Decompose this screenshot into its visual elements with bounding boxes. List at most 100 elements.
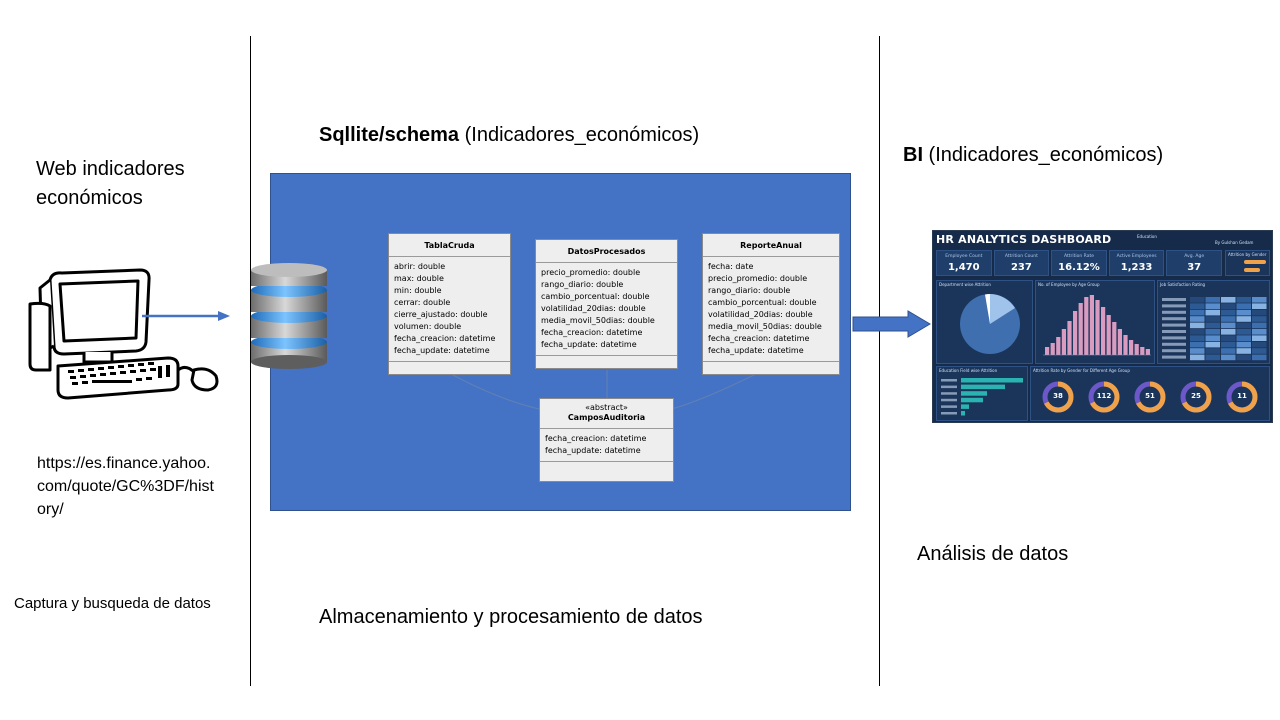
table-name-block: «abstract» CamposAuditoria: [540, 399, 673, 429]
satisfaction-cell: [1221, 322, 1236, 329]
education-label: [941, 392, 957, 395]
education-tile: Education Field wise Attrition: [936, 366, 1028, 421]
field: cambio_porcentual: double: [541, 292, 650, 301]
satisfaction-cell: [1252, 303, 1267, 309]
tile-title: Department wise Attrition: [939, 282, 991, 287]
age-group-tile: No. of Employee by Age Group: [1035, 280, 1155, 364]
satisfaction-row-label: [1162, 317, 1186, 321]
age-bar: [1140, 347, 1145, 355]
donut-ring: [1180, 381, 1212, 413]
education-bar: [961, 404, 969, 409]
age-bar: [1045, 347, 1050, 355]
satisfaction-cell: [1221, 348, 1236, 354]
donut-value: 25: [1191, 392, 1201, 400]
kpi-value: 1,233: [1120, 262, 1153, 273]
database-icon: [251, 263, 327, 369]
kpi-label: Attrition Count: [1004, 254, 1038, 259]
bi-heading-bold: BI: [903, 144, 923, 166]
satisfaction-cell: [1252, 335, 1267, 341]
source-url[interactable]: https://es.finance.yahoo.com/quote/GC%3D…: [37, 455, 214, 518]
satisfaction-cell: [1236, 309, 1251, 316]
satisfaction-cell: [1190, 329, 1205, 335]
satisfaction-cell: [1221, 329, 1236, 335]
field: fecha_creacion: datetime: [708, 334, 810, 343]
field: fecha_update: datetime: [545, 446, 641, 455]
education-bar: [961, 378, 1023, 383]
satisfaction-cell: [1236, 348, 1251, 354]
department-pie: [960, 294, 1020, 354]
donut-ring: [1226, 381, 1258, 413]
dashboard-author: By Gulshan Gedam: [1215, 240, 1254, 245]
divider-right: [879, 36, 880, 686]
donut-value: 11: [1237, 392, 1247, 400]
education-bar: [961, 391, 987, 396]
table-name: CamposAuditoria: [567, 413, 646, 422]
age-bar: [1056, 337, 1061, 355]
kpi-label: Active Employees: [1116, 254, 1157, 259]
table-tablacruda[interactable]: TablaCruda abrir: double max: double min…: [388, 233, 511, 375]
kpi-value: 237: [1010, 262, 1032, 273]
satisfaction-cell: [1205, 309, 1220, 316]
field: fecha_update: datetime: [541, 340, 637, 349]
education-label: [941, 398, 957, 402]
satisfaction-cell: [1205, 329, 1220, 335]
age-bar: [1078, 303, 1083, 355]
satisfaction-cell: [1205, 341, 1220, 348]
satisfaction-cell: [1190, 341, 1205, 348]
method-compartment: [540, 462, 673, 471]
satisfaction-cell: [1252, 354, 1267, 361]
donut-ring: [1042, 381, 1074, 413]
satisfaction-row-label: [1162, 304, 1186, 308]
kpi-value: 37: [1187, 262, 1202, 273]
table-reporteanual[interactable]: ReporteAnual fecha: date precio_promedio…: [702, 233, 840, 375]
age-bar: [1123, 335, 1128, 355]
field: fecha_update: datetime: [394, 346, 490, 355]
age-bar: [1073, 311, 1078, 355]
donut-value: 38: [1053, 392, 1063, 400]
age-bar: [1089, 295, 1094, 355]
satisfaction-cell: [1221, 297, 1236, 303]
satisfaction-cell: [1205, 348, 1220, 354]
tile-title: No. of Employee by Age Group: [1038, 282, 1100, 287]
satisfaction-cell: [1221, 309, 1236, 316]
donut-chart: 38: [1041, 380, 1075, 414]
donut-segment: [1042, 381, 1074, 413]
age-bar: [1134, 344, 1139, 355]
satisfaction-cell: [1190, 348, 1205, 354]
donut-chart: 112: [1087, 380, 1121, 414]
kpi-value: 1,470: [947, 262, 980, 273]
field-list: abrir: double max: double min: double ce…: [389, 257, 510, 362]
satisfaction-cell: [1221, 341, 1236, 348]
satisfaction-row-label: [1162, 298, 1186, 301]
age-bar: [1095, 300, 1100, 355]
satisfaction-cell: [1190, 309, 1205, 316]
field-list: fecha_creacion: datetime fecha_update: d…: [540, 429, 673, 462]
field: volumen: double: [394, 322, 462, 331]
satisfaction-cell: [1252, 297, 1267, 303]
field: fecha_creacion: datetime: [541, 328, 643, 337]
satisfaction-cell: [1221, 335, 1236, 341]
table-datosprocesados[interactable]: DatosProcesados precio_promedio: double …: [535, 239, 678, 369]
satisfaction-cell: [1205, 335, 1220, 341]
satisfaction-row-label: [1162, 336, 1186, 340]
satisfaction-cell: [1252, 322, 1267, 329]
field: abrir: double: [394, 262, 446, 271]
satisfaction-cell: [1236, 341, 1251, 348]
age-bar: [1061, 329, 1066, 355]
kpi-card: Active Employees 1,233: [1108, 250, 1165, 276]
field-list: fecha: date precio_promedio: double rang…: [703, 257, 839, 362]
capture-caption: Captura y busqueda de datos: [14, 595, 211, 612]
satisfaction-row-label: [1162, 310, 1186, 314]
satisfaction-cell: [1205, 297, 1220, 303]
satisfaction-cell: [1236, 354, 1251, 361]
satisfaction-cell: [1221, 354, 1236, 361]
satisfaction-row-label: [1162, 330, 1186, 333]
education-label: [941, 405, 957, 408]
storage-caption: Almacenamiento y procesamiento de datos: [319, 606, 703, 628]
satisfaction-cell: [1205, 322, 1220, 329]
table-camposauditoria[interactable]: «abstract» CamposAuditoria fecha_creacio…: [539, 398, 674, 482]
age-bar: [1117, 329, 1122, 355]
satisfaction-row-label: [1162, 355, 1186, 359]
